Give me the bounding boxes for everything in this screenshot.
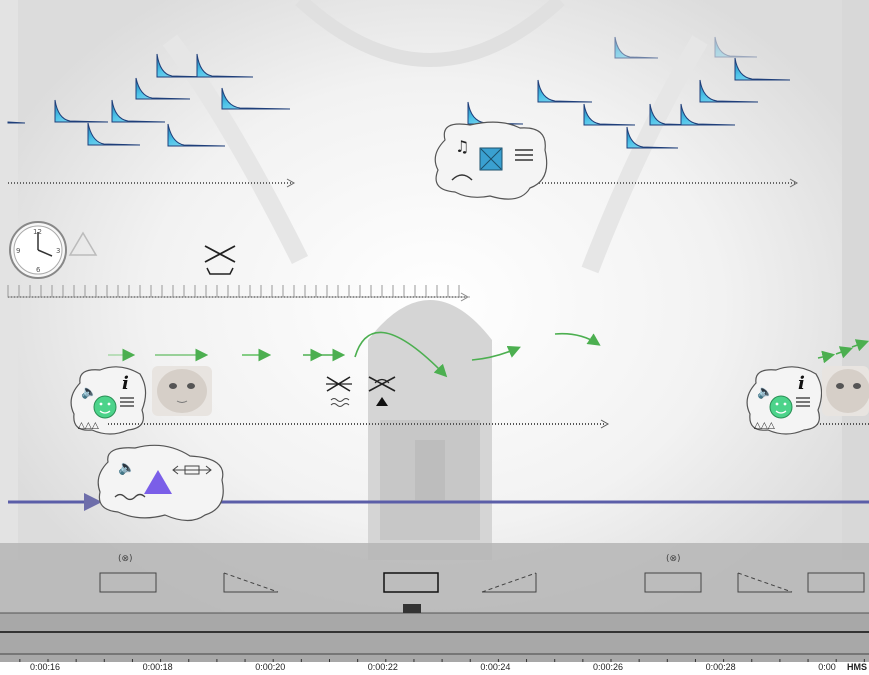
time-ruler[interactable]: HMS 0:00:16 0:00:18 0:00:20 0:00:22 0:00:24 0… — [0, 662, 869, 675]
speaker-icon: 🔈 — [118, 460, 135, 476]
svg-text:3: 3 — [56, 247, 60, 255]
purple-track-line[interactable] — [8, 493, 869, 511]
time-tick-label: 0:00:18 — [142, 662, 173, 672]
mute-cross-triangle-icon — [368, 376, 396, 406]
envelope-shape[interactable] — [467, 101, 524, 125]
speaker-icon: 🔈 — [81, 385, 97, 400]
mute-cross-icon — [326, 376, 352, 407]
cross-bracket-icon — [204, 245, 236, 275]
segment-box[interactable] — [644, 572, 702, 593]
sound-object-bubble-4[interactable]: 🔈 — [97, 444, 224, 522]
stretch-arrow-icon — [172, 465, 212, 475]
small-cross-label: (⊗) — [666, 554, 681, 564]
triangles-icon: △△△ — [754, 421, 775, 431]
ramp-down-shape[interactable] — [737, 572, 793, 593]
small-cross-label: (⊗) — [118, 554, 133, 564]
time-unit-label: HMS — [847, 662, 867, 672]
green-arrow-row[interactable] — [108, 331, 869, 378]
envelope-group-right — [467, 36, 791, 149]
track-line-2[interactable] — [7, 285, 470, 302]
music-note-icon: ♫ — [455, 137, 469, 156]
envelope-shape[interactable] — [734, 57, 791, 81]
segment-box[interactable] — [383, 572, 439, 593]
smiley-icon — [769, 395, 793, 419]
time-tick-label: 0:00:22 — [367, 662, 398, 672]
text-lines-icon — [796, 397, 810, 407]
ramp-down-shape[interactable] — [223, 572, 279, 593]
segment-box[interactable] — [99, 572, 157, 593]
violet-triangle-icon — [144, 470, 172, 494]
speaker-icon: 🔈 — [757, 385, 773, 400]
arc-icon — [451, 174, 473, 181]
baby-face-photo — [152, 366, 212, 416]
envelope-shape[interactable] — [614, 36, 659, 59]
envelope-shape[interactable] — [54, 99, 109, 123]
time-tick-label: 0:00:26 — [593, 662, 624, 672]
envelope-shape[interactable] — [196, 53, 254, 78]
envelope-shape[interactable] — [221, 87, 291, 110]
envelope-shape[interactable] — [714, 36, 758, 58]
envelope-shape[interactable] — [7, 121, 26, 124]
info-icon: i — [122, 373, 129, 394]
bottom-track[interactable]: (⊗) (⊗) — [99, 554, 865, 593]
envelope-shape[interactable] — [583, 103, 636, 126]
time-tick-label: 0:00:28 — [705, 662, 736, 672]
clock-icon: 12 3 6 9 — [9, 221, 67, 279]
envelope-group-left — [7, 53, 291, 147]
wave-icon — [114, 493, 146, 501]
ramp-up-shape[interactable] — [481, 572, 537, 593]
envelope-shape[interactable] — [167, 123, 226, 147]
svg-text:12: 12 — [33, 228, 42, 236]
track-line-3[interactable] — [108, 419, 869, 429]
text-lines-icon — [120, 397, 134, 407]
envelope-shape[interactable] — [87, 122, 141, 146]
time-tick-label: 0:00:16 — [30, 662, 61, 672]
envelope-shape[interactable] — [111, 99, 166, 123]
sound-object-bubble-2[interactable]: 🔈 i △△△ — [70, 366, 147, 435]
time-tick-label: 0:00 — [818, 662, 836, 672]
smiley-icon — [93, 395, 117, 419]
info-icon: i — [798, 373, 805, 394]
envelope-shape[interactable] — [537, 79, 593, 103]
envelope-shape[interactable] — [680, 103, 736, 126]
time-tick-label: 0:00:20 — [255, 662, 286, 672]
triangles-icon: △△△ — [78, 421, 99, 431]
triangle-outline-icon — [68, 231, 98, 256]
time-tick-label: 0:00:24 — [480, 662, 511, 672]
envelope-shape[interactable] — [135, 77, 191, 100]
sound-object-bubble-1[interactable]: ♫ — [434, 121, 548, 200]
segment-box[interactable] — [807, 572, 865, 593]
track-line-1[interactable] — [8, 178, 799, 188]
text-lines-icon — [515, 149, 533, 161]
envelope-shape[interactable] — [699, 79, 759, 103]
svg-text:9: 9 — [16, 247, 20, 255]
sound-object-bubble-3[interactable]: 🔈 i △△△ — [746, 366, 823, 435]
svg-text:6: 6 — [36, 266, 41, 274]
baby-face-photo — [822, 366, 869, 416]
envelope-shape[interactable] — [626, 126, 679, 149]
